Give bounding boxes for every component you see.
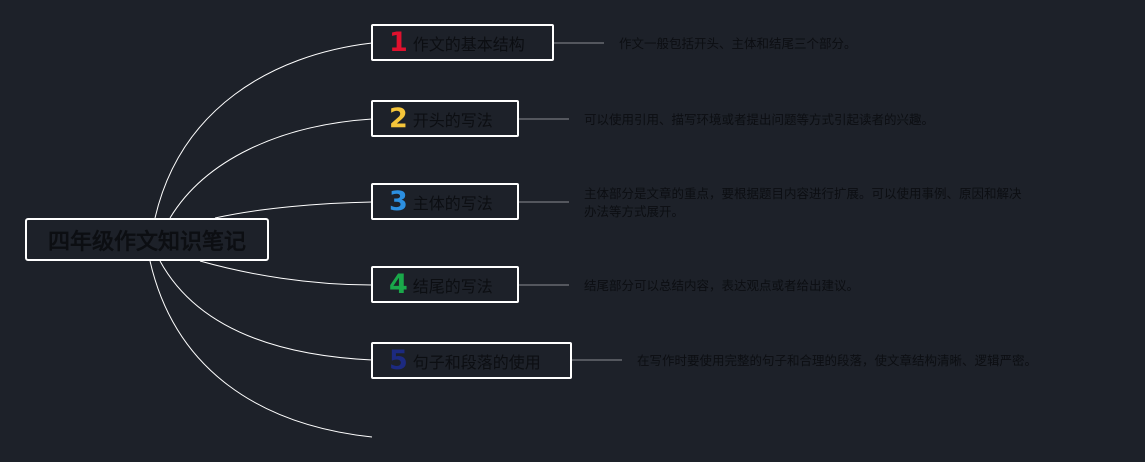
description-line: 可以使用引用、描写环境或者提出问题等方式引起读者的兴趣。: [584, 112, 935, 127]
connector-root-branch-3: [214, 201, 373, 219]
branch-title-2: 开头的写法: [412, 110, 493, 130]
branch-description-3: 主体部分是文章的重点，要根据题目内容进行扩展。可以使用事例、原因和解决 办法等方…: [584, 185, 1022, 221]
description-line: 在写作时要使用完整的句子和合理的段落，使文章结构清晰、逻辑严密。: [637, 353, 1038, 368]
branch-node-3[interactable]: 3 主体的写法: [371, 183, 519, 220]
connector-root-empty-branch: [149, 260, 373, 438]
connector-root-branch-1: [154, 42, 373, 219]
root-title: 四年级作文知识笔记: [47, 229, 246, 255]
branch-description-1: 作文一般包括开头、主体和结尾三个部分。: [619, 35, 857, 53]
branch-number-3: 3: [389, 186, 408, 217]
description-line: 办法等方式展开。: [584, 204, 685, 219]
root-node[interactable]: 四年级作文知识笔记: [25, 218, 269, 261]
branch-title-5: 句子和段落的使用: [412, 352, 541, 372]
description-line: 主体部分是文章的重点，要根据题目内容进行扩展。可以使用事例、原因和解决: [584, 186, 1022, 201]
branch-node-1[interactable]: 1 作文的基本结构: [371, 24, 554, 61]
branch-title-3: 主体的写法: [412, 193, 493, 213]
branch-number-1: 1: [389, 27, 408, 58]
connector-root-branch-4: [199, 260, 373, 286]
description-line: 作文一般包括开头、主体和结尾三个部分。: [619, 36, 857, 51]
branch-title-1: 作文的基本结构: [412, 34, 525, 54]
branch-title-4: 结尾的写法: [412, 276, 493, 296]
connector-root-branch-5: [159, 260, 373, 361]
branch-number-2: 2: [389, 103, 408, 134]
branch-number-5: 5: [389, 345, 408, 376]
description-line: 结尾部分可以总结内容，表达观点或者给出建议。: [584, 278, 860, 293]
branch-node-5[interactable]: 5 句子和段落的使用: [371, 342, 572, 379]
branch-node-4[interactable]: 4 结尾的写法: [371, 266, 519, 303]
branch-description-5: 在写作时要使用完整的句子和合理的段落，使文章结构清晰、逻辑严密。: [637, 352, 1037, 370]
branch-description-2: 可以使用引用、描写环境或者提出问题等方式引起读者的兴趣。: [584, 111, 934, 129]
branch-description-4: 结尾部分可以总结内容，表达观点或者给出建议。: [584, 277, 859, 295]
branch-node-2[interactable]: 2 开头的写法: [371, 100, 519, 137]
branch-number-4: 4: [389, 269, 408, 300]
connector-root-branch-2: [169, 118, 373, 219]
